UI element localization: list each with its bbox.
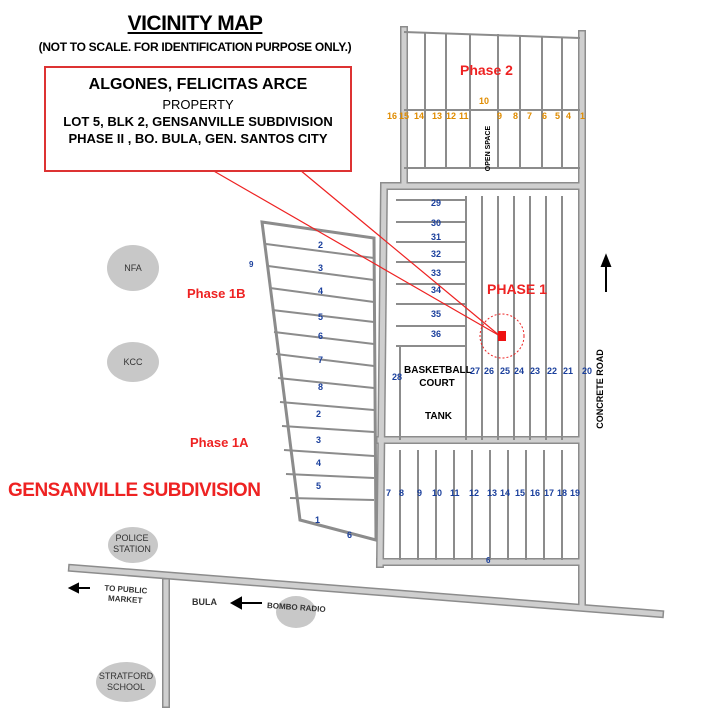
label-phase1: PHASE 1 xyxy=(487,281,547,297)
block-number-phase2: 8 xyxy=(513,111,519,121)
block-number-phase1a: 1 xyxy=(315,515,321,525)
stratford-shape xyxy=(96,662,156,702)
block-number-phase1-bottom: 11 xyxy=(450,488,460,498)
block-number-phase1a: 5 xyxy=(316,481,322,491)
block-number-phase2: 6 xyxy=(542,111,548,121)
block-number-28: 28 xyxy=(392,372,403,382)
lot-description: LOT 5, BLK 2, GENSANVILLE SUBDIVISION xyxy=(63,114,333,129)
block-number-phase2: 1 xyxy=(580,111,586,121)
block-number-phase2: 13 xyxy=(432,111,443,121)
nfa-shape xyxy=(107,245,159,291)
landmark-concrete-road: CONCRETE ROAD xyxy=(594,349,605,429)
block-number-phase1: 22 xyxy=(547,366,558,376)
block-number-phase2: 14 xyxy=(414,111,425,121)
block-number-phase1-bottom: 10 xyxy=(432,488,443,498)
property-marker xyxy=(498,331,506,341)
block-number-phase1b: 6 xyxy=(318,331,324,341)
property-callout: ALGONES, FELICITAS ARCE PROPERTY LOT 5, … xyxy=(44,66,352,172)
landmark-shapes xyxy=(96,245,316,702)
block-number-phase1a: 4 xyxy=(316,458,322,468)
block-number-phase1: 21 xyxy=(563,366,574,376)
label-phase1a: Phase 1A xyxy=(190,435,249,450)
landmark-police: POLICE STATION xyxy=(113,533,151,554)
block-number-phase1b: 8 xyxy=(318,382,324,392)
block-number-phase1: 26 xyxy=(484,366,495,376)
block-number-phase1b: 4 xyxy=(318,286,324,296)
phase2-grid xyxy=(403,31,581,169)
block-number-6: 6 xyxy=(486,556,491,565)
landmark-market: TO PUBLIC MARKET xyxy=(104,583,148,606)
block-number-phase1a: 6 xyxy=(347,530,353,540)
block-number-phase1b: 7 xyxy=(318,355,324,365)
block-number-phase1: 34 xyxy=(431,285,442,295)
landmark-kcc: KCC xyxy=(123,357,143,367)
block-number-phase1: 29 xyxy=(431,198,442,208)
landmark-open-space: OPEN SPACE xyxy=(485,125,493,172)
block-number-phase1b: 3 xyxy=(318,263,324,273)
callout-pointer xyxy=(211,169,501,337)
block-number-phase1: 33 xyxy=(431,268,442,278)
phase1b-1a-grid xyxy=(260,220,378,542)
label-subdivision: GENSANVILLE SUBDIVISION xyxy=(8,480,261,501)
block-number-phase1-bottom: 19 xyxy=(570,488,581,498)
police-shape xyxy=(108,527,158,563)
block-number-phase1b: 2 xyxy=(318,240,324,250)
block-number-phase1a: 3 xyxy=(316,435,322,445)
block-number-phase1-bottom: 18 xyxy=(557,488,568,498)
block-number-phase2: 10 xyxy=(479,96,490,106)
landmark-basketball: BASKETBALL COURT xyxy=(404,365,472,389)
block-number-phase2: 11 xyxy=(459,111,469,121)
block-number-phase1: 27 xyxy=(470,366,481,376)
landmark-stratford: STRATFORD SCHOOL xyxy=(98,671,154,692)
block-number-phase1: 24 xyxy=(514,366,525,376)
block-number-phase1a: 2 xyxy=(316,409,322,419)
block-number-phase1-bottom: 12 xyxy=(469,488,480,498)
property-circle xyxy=(479,313,525,359)
block-number-phase2: 5 xyxy=(555,111,561,121)
block-number-phase1-bottom: 13 xyxy=(487,488,498,498)
block-number-phase1-bottom: 14 xyxy=(500,488,511,498)
block-number-phase1: 36 xyxy=(431,329,442,339)
map-title: VICINITY MAP xyxy=(127,12,263,35)
block-number-phase1: 30 xyxy=(431,218,442,228)
block-number-phase1: 23 xyxy=(530,366,541,376)
landmark-nfa: NFA xyxy=(124,263,142,273)
block-number-phase1-bottom: 7 xyxy=(386,488,392,498)
block-number-phase1-bottom: 9 xyxy=(417,488,423,498)
block-number-phase2: 12 xyxy=(446,111,457,121)
label-phase1b: Phase 1B xyxy=(187,286,246,301)
block-number-phase2: 16 xyxy=(387,111,398,121)
block-number-phase2: 4 xyxy=(566,111,572,121)
block-number-phase2: 9 xyxy=(497,111,503,121)
block-number-phase1-bottom: 8 xyxy=(399,488,405,498)
block-number-phase2: 15 xyxy=(399,111,410,121)
bombo-shape xyxy=(276,596,316,628)
label-phase2: Phase 2 xyxy=(460,62,513,78)
kcc-shape xyxy=(107,342,159,382)
property-type: PROPERTY xyxy=(162,97,234,112)
block-number-phase1: 20 xyxy=(582,366,593,376)
block-number-phase1: 35 xyxy=(431,309,442,319)
block-number-phase1b: 5 xyxy=(318,312,324,322)
block-number-phase1-bottom: 16 xyxy=(530,488,541,498)
owner-name: ALGONES, FELICITAS ARCE xyxy=(88,76,308,93)
landmark-bula: BULA xyxy=(192,597,217,607)
block-number-9: 9 xyxy=(249,260,254,269)
map-subtitle: (NOT TO SCALE. FOR IDENTIFICATION PURPOS… xyxy=(38,40,352,54)
block-number-phase1-bottom: 17 xyxy=(544,488,555,498)
block-number-phase1-bottom: 15 xyxy=(515,488,526,498)
phase1-grid xyxy=(396,196,563,560)
block-number-phase1: 32 xyxy=(431,249,442,259)
block-number-phase1: 31 xyxy=(431,232,442,242)
block-number-phase2: 7 xyxy=(527,111,533,121)
block-number-phase1: 25 xyxy=(500,366,511,376)
landmark-tank: TANK xyxy=(425,411,453,422)
location-description: PHASE II , BO. BULA, GEN. SANTOS CITY xyxy=(68,131,328,146)
